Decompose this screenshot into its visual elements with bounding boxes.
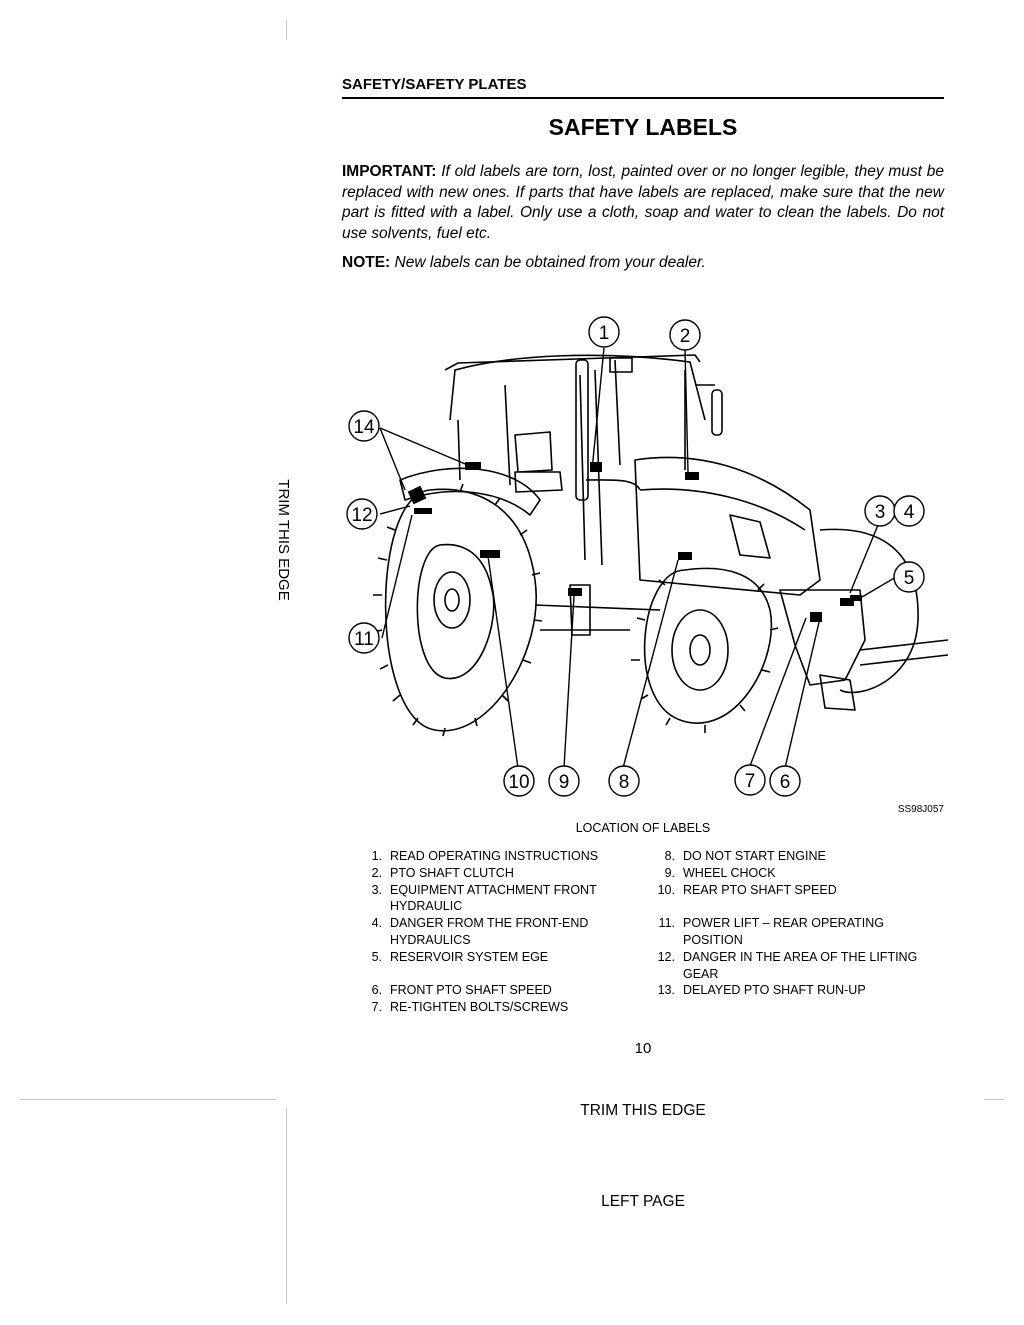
legend-text: POWER LIFT – REAR OPERATING POSITION (683, 916, 884, 947)
callout-6: 6 (780, 772, 791, 793)
callout-10: 10 (508, 772, 529, 793)
legend-item: 7. RE-TIGHTEN BOLTS/SCREWS (352, 999, 622, 1016)
legend-text: DO NOT START ENGINE (683, 849, 826, 863)
legend-item: 4. DANGER FROM THE FRONT-END HYDRAULICS (352, 915, 622, 949)
legend-num: 2. (371, 865, 382, 880)
legend-item: 10. REAR PTO SHAFT SPEED (645, 882, 945, 899)
legend-right: 8. DO NOT START ENGINE 9. WHEEL CHOCK 10. R… (645, 848, 945, 999)
callout-8: 8 (619, 772, 630, 793)
legend-text: DELAYED PTO SHAFT RUN-UP (683, 983, 866, 998)
legend-num: 10. (657, 882, 675, 897)
important-text: If old labels are torn, lost, painted ov… (342, 163, 944, 242)
page-number: 10 (634, 1040, 652, 1057)
callout-1: 1 (599, 323, 610, 344)
legend-num: 4. (371, 916, 382, 931)
legend-text: DANGER IN THE AREA OF THE LIFTING GEAR (683, 949, 918, 981)
legend-text: FRONT PTO SHAFT SPEED (390, 983, 552, 998)
important-paragraph: IMPORTANT: If old labels are torn, lost,… (342, 162, 944, 244)
legend-item: 13. DELAYED PTO SHAFT RUN-UP (645, 982, 945, 999)
page-title: SAFETY LABELS (548, 114, 738, 140)
trim-mark-horizontal-left (20, 1099, 276, 1100)
tractor-illustration: 1 2 14 12 3 4 5 11 10 9 8 7 6 (346, 316, 949, 797)
leader-lines (379, 347, 897, 769)
legend-num: 6. (371, 983, 382, 998)
legend-item: 1. READ OPERATING INSTRUCTIONS (352, 848, 622, 865)
legend-text: READ OPERATING INSTRUCTIONS (390, 849, 599, 863)
legend-num: 12. (657, 949, 675, 964)
callout-9: 9 (559, 772, 570, 793)
important-label: IMPORTANT: (342, 163, 437, 180)
legend-text: PTO SHAFT CLUTCH (390, 865, 514, 880)
note-label: NOTE: (342, 254, 391, 271)
left-page-label: LEFT PAGE (601, 1193, 685, 1210)
bottom-trim-label: TRIM THIS EDGE (580, 1102, 706, 1119)
legend-left: 1. READ OPERATING INSTRUCTIONS 2. PTO SHAF… (352, 848, 622, 1016)
label-patches (407, 462, 862, 622)
callout-2: 2 (680, 326, 691, 347)
callout-7: 7 (745, 771, 756, 792)
side-trim-text: TRIM THIS EDGE (275, 479, 292, 601)
trim-mark-horizontal-right (984, 1099, 1004, 1100)
callout-3: 3 (875, 502, 886, 523)
callout-5: 5 (904, 568, 915, 589)
callout-4: 4 (904, 502, 915, 523)
callout-14: 14 (353, 417, 375, 438)
trim-mark-top (286, 20, 287, 40)
legend-item: 8. DO NOT START ENGINE (645, 848, 945, 865)
legend-item: 11. POWER LIFT – REAR OPERATING POSITION (645, 915, 945, 949)
legend-num: 5. (371, 949, 382, 964)
legend-num: 8. (664, 849, 675, 863)
section-header: SAFETY/SAFETY PLATES (342, 76, 944, 99)
legend-text: DANGER FROM THE FRONT-END HYDRAULICS (390, 916, 589, 947)
note-paragraph: NOTE: New labels can be obtained from yo… (342, 253, 944, 273)
legend-num: 1. (371, 849, 382, 863)
trim-mark-vertical-bottom (286, 1108, 287, 1304)
legend-item: 5. RESERVOIR SYSTEM EGE (352, 949, 622, 966)
callout-12: 12 (351, 505, 372, 526)
legend-text: EQUIPMENT ATTACHMENT FRONT HYDRAULIC (390, 882, 597, 914)
legend-num: 13. (657, 983, 675, 998)
figure-caption: LOCATION OF LABELS (575, 821, 711, 835)
legend-text: REAR PTO SHAFT SPEED (683, 882, 837, 897)
legend-num: 11. (658, 916, 675, 931)
legend-num: 3. (371, 882, 382, 897)
note-text: New labels can be obtained from your dea… (394, 254, 706, 271)
callout-circles (346, 316, 925, 797)
callout-11: 11 (354, 629, 374, 650)
legend-text: WHEEL CHOCK (683, 865, 776, 880)
legend-item: 2. PTO SHAFT CLUTCH (352, 865, 622, 882)
legend-item: 6. FRONT PTO SHAFT SPEED (352, 982, 622, 999)
legend-item: 9. WHEEL CHOCK (645, 865, 945, 882)
legend-item: 3. EQUIPMENT ATTACHMENT FRONT HYDRAULIC (352, 882, 622, 916)
legend-text: RE-TIGHTEN BOLTS/SCREWS (390, 1000, 569, 1015)
legend-item: 12. DANGER IN THE AREA OF THE LIFTING GEA… (645, 949, 945, 983)
tractor-drawing (372, 354, 949, 737)
legend-text: RESERVOIR SYSTEM EGE (390, 949, 549, 964)
figure-code: SS98J057 (897, 804, 944, 815)
legend-num: 7. (371, 1000, 382, 1015)
legend-num: 9. (664, 865, 675, 880)
